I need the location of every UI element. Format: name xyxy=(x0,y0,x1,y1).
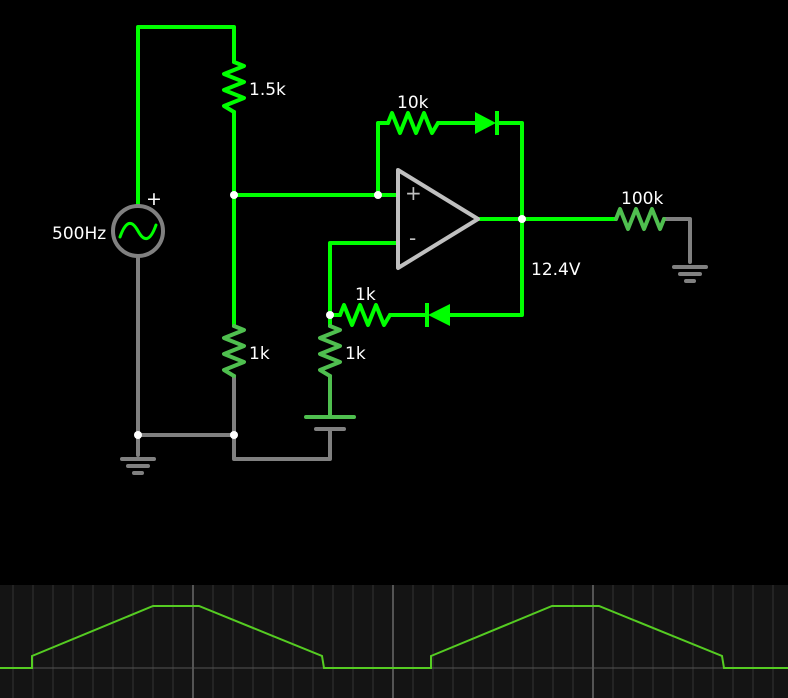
oscilloscope-panel[interactable] xyxy=(0,585,788,698)
node xyxy=(230,191,238,199)
ground-icon xyxy=(672,265,708,283)
ground-icon xyxy=(120,457,156,475)
junction-nodes xyxy=(134,191,526,439)
scope-trace xyxy=(0,605,788,669)
label-r-load: 100k xyxy=(621,189,664,209)
label-r-neg-ground: 1k xyxy=(345,344,366,364)
resistor-1k-series[interactable] xyxy=(338,303,392,327)
label-r-feedback: 10k xyxy=(397,93,429,113)
sine-wave-icon xyxy=(118,222,158,240)
label-opamp-plus: + xyxy=(405,181,422,205)
node xyxy=(374,191,382,199)
node xyxy=(134,431,142,439)
resistor-1k-divider[interactable] xyxy=(222,324,246,378)
label-r-bottom: 1k xyxy=(249,344,270,364)
node xyxy=(230,431,238,439)
resistor-1-5k[interactable] xyxy=(222,60,246,114)
circuit-schematic[interactable] xyxy=(0,0,788,585)
wire-divider-bottom[interactable] xyxy=(232,374,332,461)
scope-grid xyxy=(12,585,774,698)
diode-feedback-top[interactable] xyxy=(475,111,499,135)
diode-feedback-bottom[interactable] xyxy=(425,303,450,327)
resistor-100k[interactable] xyxy=(614,207,666,231)
opamp-triangle[interactable] xyxy=(396,168,480,270)
resistor-1k-ground[interactable] xyxy=(318,324,342,378)
label-r-neg-series: 1k xyxy=(355,285,376,305)
label-source-freq: 500Hz xyxy=(52,224,107,244)
label-r-top: 1.5k xyxy=(249,80,286,100)
wire-load-ground[interactable] xyxy=(662,217,692,264)
wire-feedback-top[interactable] xyxy=(376,121,390,197)
label-source-plus: + xyxy=(146,188,162,210)
label-opamp-minus: - xyxy=(409,226,417,250)
node xyxy=(518,215,526,223)
wire-inverting-input[interactable] xyxy=(328,241,400,328)
node xyxy=(326,311,334,319)
ac-source-icon[interactable] xyxy=(111,204,165,258)
label-output-voltage: 12.4V xyxy=(531,260,581,280)
wire-source-top[interactable] xyxy=(136,25,236,207)
resistor-10k[interactable] xyxy=(386,111,440,135)
